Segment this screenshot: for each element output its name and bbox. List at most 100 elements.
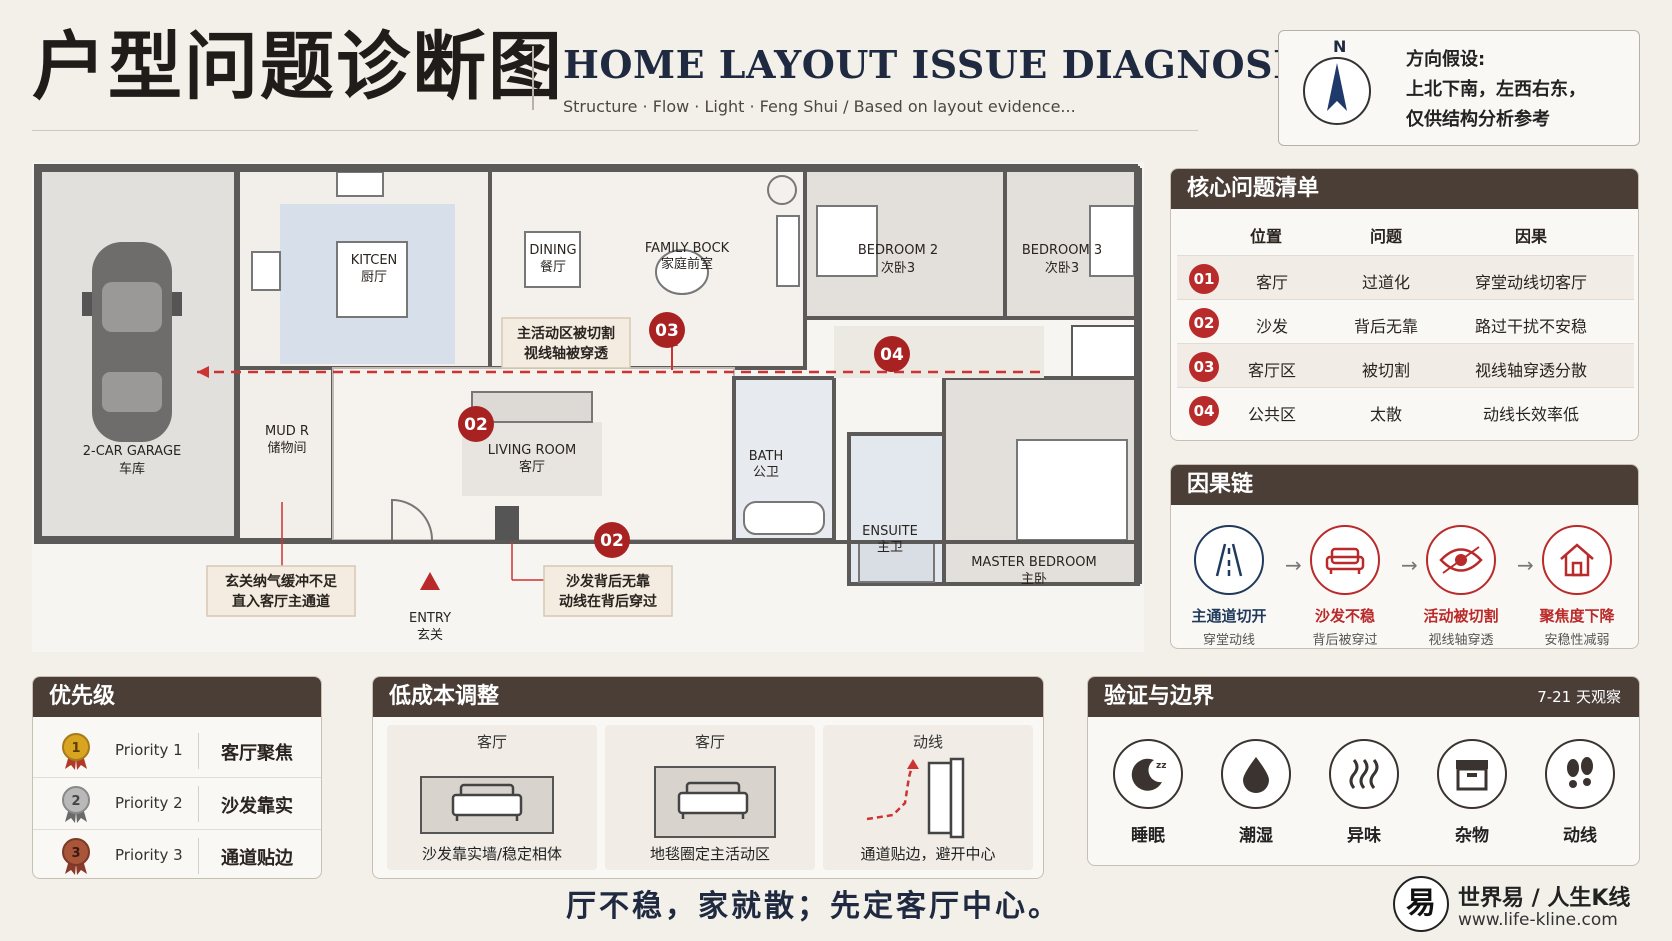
floor-plan: 2-CAR GARAGE 车库 KITCEN 厨厅 DINING 餐厅 FAMI… [32,162,1144,652]
ensuite-label: ENSUITE [862,524,918,539]
chain-label: 活动被切割 [1423,607,1499,625]
callout-entry-line-1: 玄关纳气缓冲不足 [225,573,338,590]
page-title-english: HOME LAYOUT ISSUE DIAGNOSIS [563,42,1320,87]
callout-entry [206,565,356,617]
bedroom-3-label-cn: 次卧3 [1045,260,1079,276]
dining-label-cn: 餐厅 [540,259,566,275]
priority-value: 通道贴边 [221,848,293,869]
issue-problem: 过道化 [1361,273,1410,292]
entry-label-cn: 玄关 [417,628,443,643]
sofa-icon [1310,525,1380,595]
verify-item: 潮湿 [1216,739,1296,846]
coffee-table [495,506,519,540]
priority-row: 3 Priority 3 通道贴边 [33,829,321,878]
page-subtitle: Structure · Flow · Light · Feng Shui / B… [563,97,1076,116]
marker-03-label: 03 [655,321,679,341]
medal-rank: 2 [71,794,80,809]
issue-location: 客厅区 [1247,361,1296,380]
bedroom-2-label: BEDROOM 2 [858,243,938,258]
issue-list-title: 核心问题清单 [1171,169,1638,209]
issue-row: 04 公共区 太散 动线长效率低 [1177,387,1634,431]
garage-label-cn: 车库 [119,461,145,477]
bed-2 [816,205,878,277]
stove [251,251,281,291]
arrow-right-icon: → [1517,553,1534,577]
rug-icon [654,766,776,838]
medal-rank: 3 [71,846,80,861]
verify-note: 7-21 天观察 [1537,688,1621,706]
chain-item: 主通道切开 穿堂动线 [1179,525,1279,648]
master-bedroom-label: MASTER BEDROOM [971,555,1097,570]
callout-sofa-line-1: 沙发背后无靠 [566,573,650,590]
medal-gold-icon: 1 [62,733,90,770]
page-title: 户型问题诊断图 [32,24,564,110]
causal-chain-panel: 因果链 主通道切开 穿堂动线 → 沙发不稳 背后被穿过 → 活动被切割 视线轴穿… [1170,464,1639,649]
sink [336,171,384,197]
path-icon [1194,525,1264,595]
title-divider [532,46,534,110]
shower [858,541,935,583]
verify-label: 潮湿 [1239,826,1273,846]
low-cost-title: 低成本调整 [373,677,1043,717]
compass-title: 方向假设: [1406,49,1486,70]
brand-url[interactable]: www.life-kline.com [1458,910,1618,930]
issue-header-location: 位置 [1249,227,1282,246]
verify-item: 杂物 [1432,739,1512,846]
footer-slogan: 厅不稳，家就散；先定客厅中心。 [566,889,1061,924]
compass-card: N 方向假设: 上北下南，左西右东， 仅供结构分析参考 [1278,30,1640,146]
low-cost-caption: 地毯圈定主活动区 [649,845,770,863]
svg-text:zz: zz [1156,761,1166,771]
living-room-label: LIVING ROOM [488,443,576,458]
causal-chain-title: 因果链 [1171,465,1638,505]
priority-row: 2 Priority 2 沙发靠实 [33,777,321,829]
verify-label: 异味 [1347,826,1381,846]
callout-sofa [543,565,673,617]
callout-sofa-line-2: 动线在背后穿过 [559,593,657,610]
priority-label: Priority 1 [115,741,183,759]
compass-line-1: 上北下南，左西右东， [1406,79,1586,100]
verify-label: 动线 [1563,826,1597,846]
issue-problem: 太散 [1369,405,1402,424]
callout-main-line-2: 视线轴被穿透 [524,345,609,362]
issue-problem: 背后无靠 [1353,317,1418,336]
ensuite-label-cn: 主卫 [877,540,903,555]
brand-logo: 易 [1393,876,1449,932]
family-cabinet [776,215,800,287]
eye-icon [1426,525,1496,595]
living-room-label-cn: 客厅 [519,459,545,475]
chain-label: 沙发不稳 [1314,607,1375,625]
brand-name: 世界易 / 人生K线 [1458,886,1631,911]
family-chair [655,249,709,295]
verify-item: 动线 [1540,739,1620,846]
mud-room-label-cn: 储物间 [267,441,306,456]
issue-cause: 视线轴穿透分散 [1474,361,1587,380]
priority-title: 优先级 [33,677,321,717]
bed-3 [1089,205,1135,277]
low-cost-card-title: 客厅 [476,733,507,751]
marker-02-sofa [458,406,494,442]
moon-icon: zz [1113,739,1183,809]
marker-04 [874,336,910,372]
marker-02-sofa-label: 02 [464,415,488,435]
callout-main [501,317,631,369]
marker-03 [649,312,685,348]
compass-north-label: N [1333,37,1347,56]
chain-sub: 穿堂动线 [1202,633,1255,648]
low-cost-card: 动线 通道贴边，避开中心 [823,725,1033,870]
compass-icon [1303,57,1371,125]
chain-label: 聚焦度下降 [1539,607,1615,625]
entry-arrow-icon [420,572,440,590]
medal-rank: 1 [71,741,80,756]
low-cost-card-title: 动线 [912,733,943,751]
issue-cause: 穿堂动线切客厅 [1474,273,1587,292]
arrow-right-icon: → [1401,553,1418,577]
dining-table [524,231,581,288]
bathtub [743,501,825,535]
issue-problem: 被切割 [1361,361,1410,380]
low-cost-card: 客厅 沙发靠实墙/稳定相体 [387,725,597,870]
chain-item: 活动被切割 视线轴穿透 [1411,525,1511,648]
issue-location: 客厅 [1255,273,1288,292]
low-cost-card-title: 客厅 [694,733,725,751]
odor-icon [1329,739,1399,809]
issue-row: 03 客厅区 被切割 视线轴穿透分散 [1177,343,1634,387]
